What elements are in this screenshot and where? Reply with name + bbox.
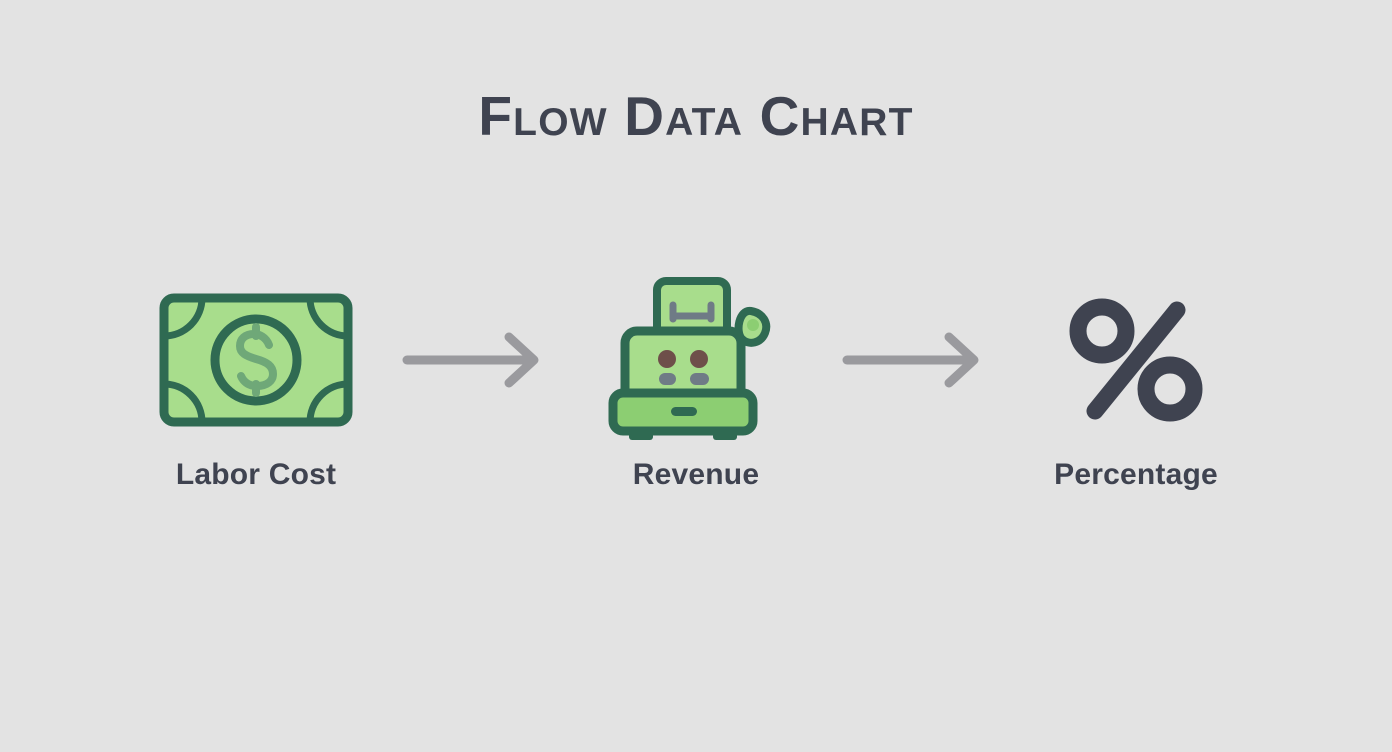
page-title: Flow Data Chart [478, 85, 914, 147]
flow-node-label-labor-cost: Labor Cost [175, 458, 337, 491]
percent-icon-container [1066, 270, 1206, 450]
arrow-right-icon [402, 332, 539, 388]
cash-register-icon-container [601, 270, 791, 450]
flow-node-label-revenue: Revenue [632, 458, 760, 491]
flow-connector-1 [401, 270, 551, 450]
flow-row: Labor Cost [0, 270, 1392, 530]
banknote-icon-container [156, 270, 356, 450]
cash-register-icon [608, 277, 771, 440]
flow-node-revenue[interactable]: Revenue [551, 270, 841, 492]
banknote-icon [159, 293, 353, 427]
flow-connector-2 [841, 270, 991, 450]
arrow-right-icon [842, 332, 979, 388]
flow-node-label-percentage: Percentage [1054, 458, 1218, 491]
percent-icon [1069, 298, 1203, 422]
flow-node-percentage[interactable]: Percentage [991, 270, 1281, 492]
flow-node-labor-cost[interactable]: Labor Cost [111, 270, 401, 492]
